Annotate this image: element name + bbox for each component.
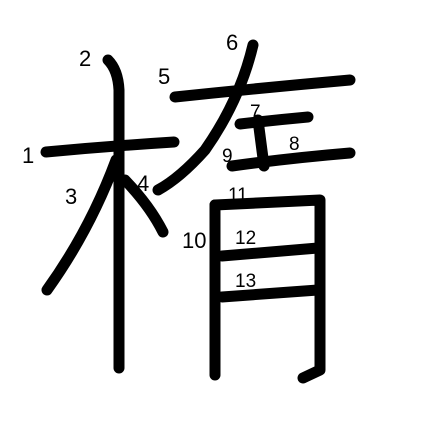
stroke-6 (152, 39, 259, 196)
stroke-5 (169, 74, 356, 103)
stroke-3 (41, 154, 122, 296)
stroke-number-7: 7 (250, 102, 261, 123)
stroke-number-2: 2 (79, 46, 91, 71)
stroke-number-12: 12 (235, 228, 256, 249)
stroke-13 (216, 284, 324, 303)
stroke-number-9: 9 (222, 146, 233, 167)
stroke-number-10: 10 (182, 228, 206, 253)
stroke-7 (234, 111, 314, 130)
stroke-12 (216, 242, 324, 262)
stroke-number-1: 1 (22, 143, 34, 168)
stroke-1 (40, 136, 180, 158)
stroke-4 (119, 174, 169, 238)
character-strokes (40, 39, 356, 384)
stroke-number-8: 8 (289, 134, 300, 155)
stroke-number-4: 4 (137, 171, 149, 196)
stroke-number-11: 11 (228, 185, 248, 206)
stroke-number-3: 3 (65, 184, 77, 209)
stroke-9 (252, 114, 270, 172)
stroke-2 (102, 54, 125, 374)
stroke-number-13: 13 (235, 271, 256, 292)
stroke-number-6: 6 (226, 30, 238, 55)
stroke-number-5: 5 (158, 64, 170, 89)
stroke-8 (226, 147, 356, 172)
stroke-number-labels: 1 2 3 4 5 6 7 8 9 10 11 12 13 (22, 30, 300, 292)
